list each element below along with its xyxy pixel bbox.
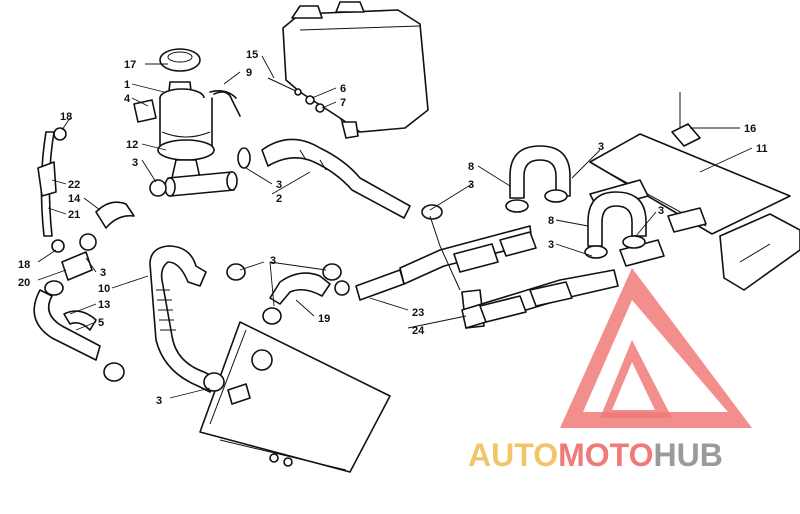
callout-3-f: 3 bbox=[468, 179, 474, 191]
watermark-auto: AUTO bbox=[468, 437, 558, 473]
callout-3-c: 3 bbox=[276, 179, 282, 191]
callout-15: 15 bbox=[246, 49, 258, 61]
callout-14: 14 bbox=[68, 193, 81, 205]
callout-8-b: 8 bbox=[548, 215, 554, 227]
svg-text:AUTOMOTOHUB: AUTOMOTOHUB bbox=[468, 437, 723, 473]
callout-24: 24 bbox=[412, 325, 425, 337]
callout-3-a: 3 bbox=[132, 157, 138, 169]
callout-12: 12 bbox=[126, 139, 138, 151]
leader-lines bbox=[37, 55, 753, 399]
callout-23: 23 bbox=[412, 307, 424, 319]
callout-5: 5 bbox=[98, 317, 104, 329]
fitting-20 bbox=[61, 251, 93, 281]
callout-19: 19 bbox=[318, 313, 330, 325]
overflow-hose bbox=[213, 91, 241, 117]
callout-3-i: 3 bbox=[658, 205, 664, 217]
tee-fitting bbox=[164, 171, 238, 197]
callout-2: 2 bbox=[276, 193, 282, 205]
fitting-18-top bbox=[53, 127, 67, 141]
watermark-hub: HUB bbox=[653, 437, 722, 473]
callout-3-e: 3 bbox=[156, 395, 162, 407]
callout-4: 4 bbox=[124, 93, 131, 105]
callout-8-a: 8 bbox=[468, 161, 474, 173]
u-bend-hose-upper bbox=[509, 145, 571, 199]
watermark-logo bbox=[560, 268, 752, 428]
callout-1: 1 bbox=[124, 79, 130, 91]
callout-3-d: 3 bbox=[270, 255, 276, 267]
callout-10: 10 bbox=[98, 283, 110, 295]
channel-lower bbox=[461, 239, 665, 329]
callout-17: 17 bbox=[124, 59, 136, 71]
callout-labels: 17 1 4 12 3 15 9 6 7 18 22 21 14 18 20 3… bbox=[18, 49, 768, 407]
callout-18-a: 18 bbox=[60, 111, 72, 123]
callout-20: 20 bbox=[18, 277, 30, 289]
lower-left-hose bbox=[33, 289, 101, 361]
hose-22 bbox=[37, 161, 57, 197]
callout-3-b: 3 bbox=[100, 267, 106, 279]
callout-13: 13 bbox=[98, 299, 110, 311]
pipe-23 bbox=[355, 269, 405, 301]
hose-19 bbox=[269, 272, 331, 305]
upper-heat-exchanger bbox=[589, 92, 800, 291]
callout-18-b: 18 bbox=[18, 259, 30, 271]
screw-15 bbox=[267, 77, 302, 96]
watermark-moto: MOTO bbox=[558, 437, 653, 473]
coolant-tank bbox=[282, 1, 429, 139]
hose-14 bbox=[95, 201, 135, 229]
callout-22: 22 bbox=[68, 179, 80, 191]
callout-21: 21 bbox=[68, 209, 80, 221]
callout-11: 11 bbox=[756, 143, 768, 155]
filler-neck-assembly bbox=[133, 48, 237, 179]
clamp-13 bbox=[63, 310, 97, 331]
lower-heat-exchanger bbox=[199, 321, 391, 473]
callout-3-g: 3 bbox=[598, 141, 604, 153]
callout-7: 7 bbox=[340, 97, 346, 109]
callout-6: 6 bbox=[340, 83, 346, 95]
u-bend-hose-lower bbox=[587, 191, 647, 247]
watermark-text: AUTOMOTOHUB bbox=[468, 437, 723, 473]
callout-3-h: 3 bbox=[548, 239, 554, 251]
callout-16: 16 bbox=[744, 123, 756, 135]
accordion-hose bbox=[149, 245, 217, 393]
fitting-18-bottom bbox=[51, 239, 65, 253]
upper-hose bbox=[261, 138, 411, 219]
callout-9: 9 bbox=[246, 67, 252, 79]
hose-clamp bbox=[44, 147, 646, 392]
